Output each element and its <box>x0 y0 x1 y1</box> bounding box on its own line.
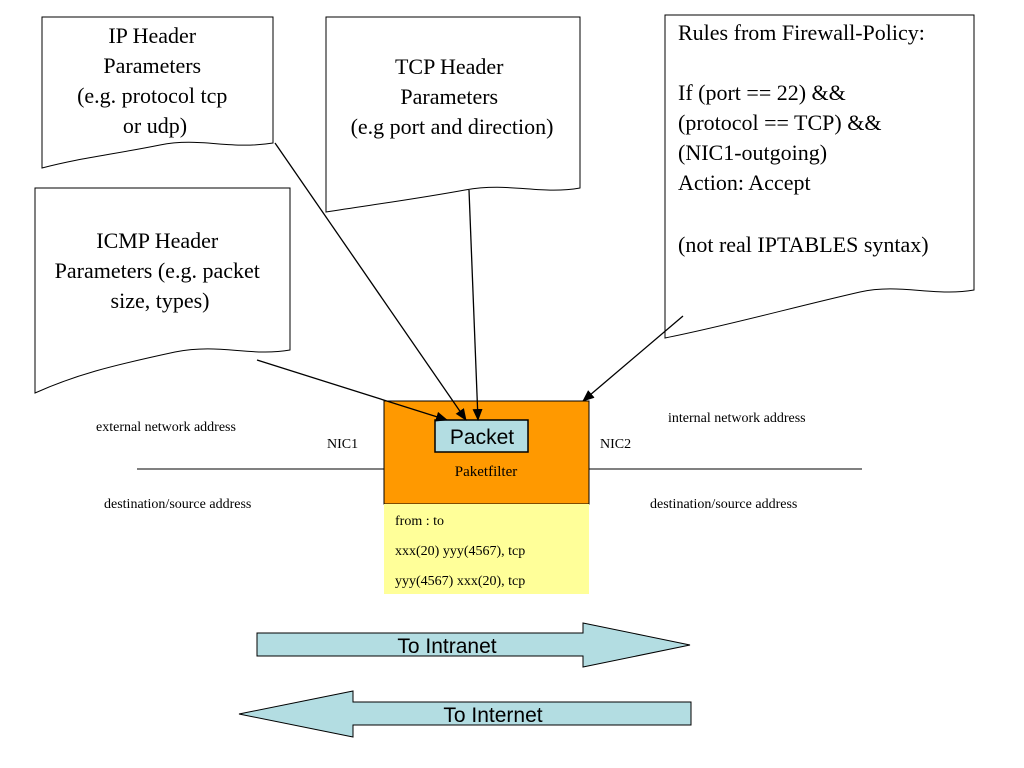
ip-header-doc: IP Header Parameters (e.g. protocol tcp … <box>41 16 274 169</box>
packet-label: Packet <box>450 426 514 449</box>
packet-filter: Packet Paketfilter from : to xxx(20) yyy… <box>383 400 590 594</box>
nic2-label: NIC2 <box>600 437 631 452</box>
icmp-header-doc: ICMP Header Parameters (e.g. packet size… <box>34 187 291 394</box>
svg-text:ICMP Header Parameters (: ICMP Header Parameters (e.g. packet size… <box>55 228 266 313</box>
icmp-header-line-1: ICMP Header <box>96 228 219 253</box>
to-intranet-arrow-shape <box>256 622 691 668</box>
connector-arrows <box>256 142 684 422</box>
svg-text:Rules from Firewall-Policy:: Rules from Firewall-Policy: If (port == … <box>678 20 930 257</box>
rules-to-filter-arrow <box>582 315 684 402</box>
svg-text:TCP Header Parameters: TCP Header Parameters (e.g port and dire… <box>351 54 554 139</box>
ip-header-line-2: Parameters <box>103 53 201 78</box>
rules-line-5: (NIC1-outgoing) <box>678 140 827 165</box>
tcp-to-packet-arrow <box>468 189 483 421</box>
icmp-to-packet-arrow <box>256 359 448 422</box>
dest-src-left-label: destination/source address <box>104 497 251 512</box>
to-internet-arrow-shape <box>238 690 692 738</box>
rules-line-6: Action: Accept <box>678 170 811 195</box>
ip-header-line-1: IP Header <box>108 23 196 48</box>
ip-header-line-3: (e.g. protocol tcp <box>77 83 227 108</box>
to-internet-label: To Internet <box>443 704 542 727</box>
tcp-header-line-1: TCP Header <box>395 54 504 79</box>
tcp-header-line-2: Parameters <box>400 84 498 109</box>
ip-to-packet-arrow <box>274 142 467 421</box>
rules-line-4: (protocol == TCP) && <box>678 110 881 135</box>
filter-table-row-1: from : to <box>395 514 444 529</box>
to-intranet-arrow: To Intranet <box>256 622 691 668</box>
tcp-header-doc: TCP Header Parameters (e.g port and dire… <box>325 16 581 213</box>
icmp-header-line-3: size, types) <box>111 288 210 313</box>
to-intranet-label: To Intranet <box>397 635 496 658</box>
ip-header-line-4: or udp) <box>123 113 187 138</box>
rules-line-1: Rules from Firewall-Policy: <box>678 20 925 45</box>
nic1-label: NIC1 <box>327 437 358 452</box>
external-network-label: external network address <box>96 420 236 435</box>
icmp-header-line-2: Parameters (e.g. packet <box>55 258 260 283</box>
rules-line-3: If (port == 22) && <box>678 80 846 105</box>
rules-line-8: (not real IPTABLES syntax) <box>678 232 929 257</box>
filter-table-row-3: yyy(4567) xxx(20), tcp <box>395 574 525 589</box>
svg-text:IP Header Parameters: IP Header Parameters (e.g. protocol tcp … <box>77 23 233 138</box>
firewall-rules-doc: Rules from Firewall-Policy: If (port == … <box>664 14 975 339</box>
internal-network-label: internal network address <box>668 411 806 426</box>
tcp-header-line-3: (e.g port and direction) <box>351 114 554 139</box>
to-internet-arrow: To Internet <box>238 690 692 738</box>
filter-table-row-2: xxx(20) yyy(4567), tcp <box>395 544 525 559</box>
dest-src-right-label: destination/source address <box>650 497 797 512</box>
filter-table <box>384 504 589 594</box>
paketfilter-label: Paketfilter <box>455 464 517 480</box>
